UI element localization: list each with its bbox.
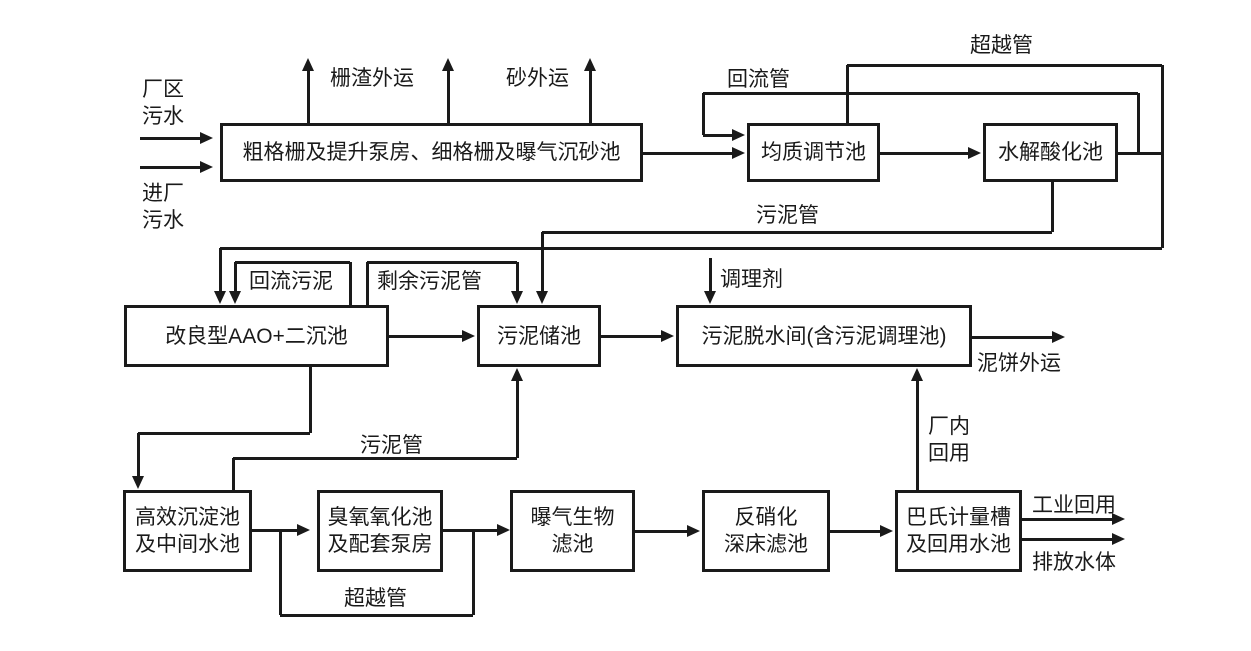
arrowhead-r-8	[297, 524, 310, 536]
label-discharge-water: 排放水体	[1032, 551, 1116, 574]
arrowhead-u-17	[911, 368, 923, 381]
node-aao-clarifier: 改良型AAO+二沉池	[124, 305, 389, 367]
label-plant-area-sewage: 厂区 污水	[142, 78, 184, 128]
arrowhead-r-3	[732, 129, 745, 141]
pipe-line-v21	[472, 530, 475, 615]
label-plant-internal-reuse: 厂内 回用	[928, 415, 970, 465]
pipe-line-v8	[541, 232, 544, 292]
label-bypass-pipe-bottom: 超越管	[344, 587, 407, 610]
arrowhead-r-9	[497, 524, 510, 536]
node-equalization-tank: 均质调节池	[747, 123, 880, 182]
arrowhead-d-24	[132, 476, 144, 489]
arrowhead-r-5	[462, 330, 475, 342]
node-coarse-fine-screen: 粗格栅及提升泵房、细格栅及曝气沉砂池	[220, 123, 643, 182]
node-sludge-storage-tank: 污泥储池	[477, 305, 601, 367]
node-denitrification-filter: 反硝化 深床滤池	[702, 490, 830, 572]
pipe-line-h20	[635, 530, 687, 533]
node-high-eff-sedimentation: 高效沉淀池 及中间水池	[123, 490, 252, 572]
arrowhead-u-18	[511, 368, 523, 381]
pipe-line-v17	[137, 433, 140, 477]
pipe-line-h3	[703, 92, 1138, 95]
pipe-line-h13	[601, 335, 661, 338]
label-screen-residue-out: 栅渣外运	[330, 67, 414, 90]
arrowhead-r-0	[200, 132, 213, 144]
label-incoming-sewage: 进厂 污水	[142, 182, 184, 232]
pipe-line-h7	[1118, 152, 1162, 155]
arrowhead-u-14	[302, 58, 314, 71]
label-bypass-pipe-top: 超越管	[970, 34, 1033, 57]
arrowhead-d-21	[229, 291, 241, 304]
arrowhead-d-19	[536, 291, 548, 304]
pipe-line-h18	[280, 614, 473, 617]
arrowhead-d-20	[214, 291, 226, 304]
pipe-line-h8	[542, 231, 1052, 234]
pipe-line-v5	[846, 65, 849, 123]
pipe-line-h2	[643, 152, 732, 155]
node-hydrolysis-tank: 水解酸化池	[983, 123, 1118, 182]
pipe-line-v7	[1051, 182, 1054, 232]
label-excess-sludge-pipe: 剩余污泥管	[377, 270, 482, 293]
node-ozone-oxidation: 臭氧氧化池 及配套泵房	[317, 490, 443, 572]
pipe-line-v18	[232, 458, 235, 490]
label-conditioner-agent: 调理剂	[720, 268, 783, 291]
arrowhead-r-6	[661, 330, 674, 342]
arrowhead-r-12	[1112, 513, 1125, 525]
label-return-sludge: 回流污泥	[249, 270, 333, 293]
pipe-line-h16	[233, 457, 517, 460]
label-sand-out: 砂外运	[506, 67, 569, 90]
pipe-line-h12	[389, 335, 463, 338]
pipe-line-v16	[309, 367, 312, 433]
pipe-line-v19	[516, 381, 519, 458]
label-mud-cake-out: 泥饼外运	[977, 352, 1061, 375]
label-return-pipe: 回流管	[727, 68, 790, 91]
pipe-line-v13	[516, 262, 519, 292]
arrowhead-r-4	[968, 147, 981, 159]
arrowhead-u-16	[584, 58, 596, 71]
pipe-line-v2	[589, 71, 592, 123]
arrowhead-r-13	[1112, 533, 1125, 545]
pipe-line-h4	[703, 134, 733, 137]
node-aerated-biofilter: 曝气生物 滤池	[510, 490, 635, 572]
pipe-line-h11	[367, 261, 517, 264]
arrowhead-u-15	[442, 58, 454, 71]
pipe-line-h19	[443, 529, 497, 532]
pipe-line-h9	[220, 247, 1162, 250]
pipe-line-v3	[702, 93, 705, 135]
arrowhead-r-1	[200, 161, 213, 173]
pipe-line-v1	[447, 71, 450, 123]
pipe-line-h22	[1022, 518, 1112, 521]
pipe-line-v15	[916, 381, 919, 490]
pipe-line-v4	[1137, 93, 1140, 153]
pipe-line-v10	[234, 262, 237, 292]
label-sludge-pipe-bottom: 污泥管	[360, 434, 423, 457]
arrowhead-d-22	[511, 291, 523, 304]
pipe-line-h14	[972, 336, 1052, 339]
arrowhead-r-11	[880, 525, 893, 537]
pipe-line-v12	[366, 262, 369, 305]
pipe-line-h21	[830, 530, 880, 533]
node-parshall-reuse-tank: 巴氏计量槽 及回用水池	[895, 490, 1022, 572]
pipe-line-h6	[880, 152, 968, 155]
label-industrial-reuse: 工业回用	[1032, 494, 1116, 517]
pipe-line-h17	[252, 529, 298, 532]
pipe-line-v9	[219, 248, 222, 292]
arrowhead-r-10	[687, 525, 700, 537]
pipe-line-h5	[847, 64, 1162, 67]
pipe-line-v6	[1161, 65, 1164, 248]
pipe-line-h23	[1022, 538, 1112, 541]
pipe-line-v0	[307, 71, 310, 123]
pipe-line-v11	[349, 262, 352, 305]
pipe-line-h10	[235, 261, 350, 264]
arrowhead-r-7	[1052, 331, 1065, 343]
pipe-line-v14	[709, 258, 712, 292]
pipe-line-h0	[140, 137, 201, 140]
arrowhead-r-2	[732, 147, 745, 159]
pipe-line-h15	[138, 432, 310, 435]
pipe-line-v20	[279, 530, 282, 615]
pipe-line-h1	[140, 166, 201, 169]
node-sludge-dewatering: 污泥脱水间(含污泥调理池)	[676, 305, 972, 367]
label-sludge-pipe-top: 污泥管	[756, 204, 819, 227]
arrowhead-d-23	[704, 291, 716, 304]
